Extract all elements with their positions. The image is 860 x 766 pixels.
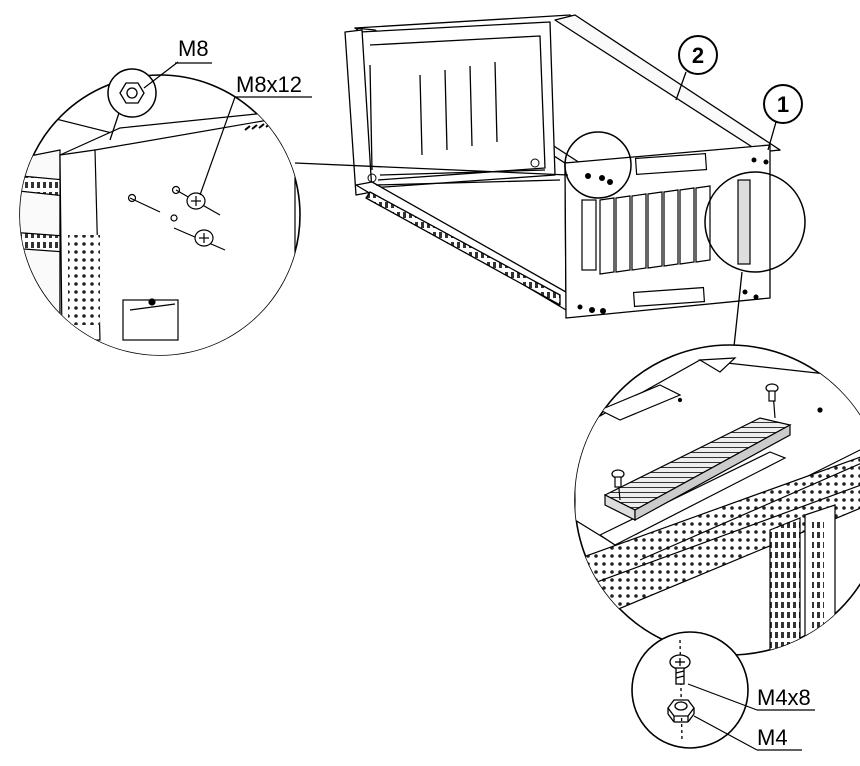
detail-marker-right bbox=[704, 171, 806, 273]
label-m8x12: M8x12 bbox=[199, 72, 312, 196]
label-m4-text: M4 bbox=[757, 725, 788, 750]
side-panel-details bbox=[581, 152, 751, 308]
label-m4x8: M4x8 bbox=[687, 683, 815, 711]
detail-marker-left bbox=[564, 131, 632, 199]
label-m4: M4 bbox=[693, 715, 802, 751]
nut-m4 bbox=[667, 699, 695, 723]
label-m4x8-text: M4x8 bbox=[757, 685, 811, 710]
screw-m8x12-upper bbox=[175, 189, 221, 216]
callout-1-text: 1 bbox=[777, 92, 789, 117]
screw-m8x12-lower bbox=[173, 227, 226, 251]
callout-1: 1 bbox=[763, 84, 803, 151]
callout-2-text: 2 bbox=[692, 43, 704, 68]
cabinet-frame bbox=[344, 14, 781, 319]
screw-m4x8 bbox=[669, 654, 691, 685]
screw-grille-left bbox=[611, 469, 625, 501]
callout-2: 2 bbox=[675, 35, 718, 101]
detail-circle-screw bbox=[631, 631, 749, 749]
frame-holes bbox=[367, 157, 769, 314]
screw-grille-right bbox=[765, 383, 779, 419]
label-m8: M8 bbox=[175, 36, 212, 64]
label-m8-text: M8 bbox=[178, 36, 209, 61]
detail-circle-grille bbox=[574, 344, 860, 656]
label-m8x12-text: M8x12 bbox=[236, 72, 302, 97]
detail-circle-left bbox=[19, 74, 301, 356]
nut-m8-callout bbox=[107, 61, 179, 141]
